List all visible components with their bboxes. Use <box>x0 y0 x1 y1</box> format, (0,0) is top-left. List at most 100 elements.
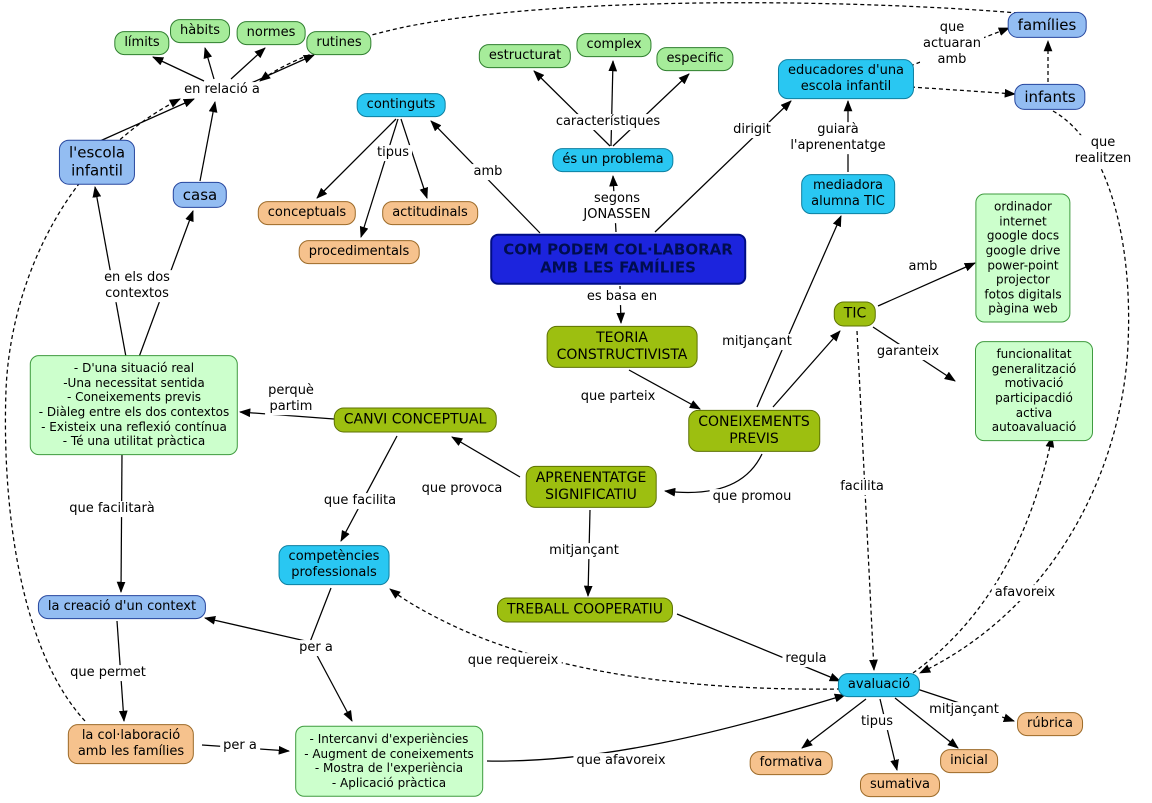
node-estructurat[interactable]: estructurat <box>478 44 572 68</box>
edge-escola-enrelacio <box>99 98 195 142</box>
edge-canvi-competencies <box>340 435 398 542</box>
node-infants[interactable]: infants <box>1014 83 1086 111</box>
label-dirigit: dirigit <box>730 122 774 138</box>
label-tipus-continguts: tipus <box>374 145 412 161</box>
node-main-title[interactable]: COM PODEM COL·LABORAR AMB LES FAMÍLIES <box>490 233 746 285</box>
edge-problema-estructurat <box>533 70 611 147</box>
label-facilita: facilita <box>837 479 887 495</box>
node-canvi-conceptual[interactable]: CANVI CONCEPTUAL <box>333 407 497 433</box>
edge-continguts-procedimentals <box>359 118 399 238</box>
edge-list-creacio <box>116 452 126 593</box>
node-procedimentals[interactable]: procedimentals <box>298 240 420 264</box>
node-funcionalitat[interactable]: funcionalitat generalització motivació p… <box>975 341 1093 441</box>
edge-enrelacio-normes <box>230 47 266 80</box>
node-competencies[interactable]: competències professionals <box>278 545 390 585</box>
label-que-afavoreix: que afavoreix <box>573 753 669 769</box>
node-actitudinals[interactable]: actitudinals <box>382 201 478 225</box>
edge-teoria-coneixements <box>628 369 701 410</box>
node-limits[interactable]: límits <box>114 31 170 55</box>
label-perque-partim: perquè partim <box>265 383 317 415</box>
node-situacio-real[interactable]: - D'una situació real -Una necessitat se… <box>29 355 239 455</box>
label-mitjancant-2: mitjançant <box>546 543 622 559</box>
edge-avaluacio-funcionalitat <box>912 436 1055 674</box>
label-mitjancant-3: mitjançant <box>926 702 1002 718</box>
edge-educadores-infants <box>910 86 1016 98</box>
label-garanteix: garanteix <box>873 344 943 360</box>
edge-tic-avaluacio <box>856 330 878 671</box>
node-eines-tic[interactable]: ordinador internet google docs google dr… <box>975 193 1071 323</box>
node-intercanvi[interactable]: - Intercanvi d'experiències - Augment de… <box>295 725 483 797</box>
edge-intercanvi-avaluacio <box>486 693 846 762</box>
node-collaboracio[interactable]: la col·laboració amb les famílies <box>67 724 195 764</box>
label-que-parteix: que parteix <box>577 389 659 405</box>
label-afavoreix: afavoreix <box>991 585 1059 601</box>
edge-coneixements-aprenentatge <box>664 453 763 497</box>
label-amb-tic: amb <box>905 259 941 275</box>
edge-casa-enrelacio <box>199 101 218 182</box>
edge-competencies-intercanvi <box>311 645 353 722</box>
node-rutines[interactable]: rutines <box>306 31 372 55</box>
node-formativa[interactable]: formativa <box>749 751 833 775</box>
label-per-a-2: per a <box>220 738 260 754</box>
edge-enrelacio-habits <box>203 47 215 80</box>
edge-enrelacio-limits <box>152 56 205 82</box>
label-tipus-avaluacio: tipus <box>858 714 896 730</box>
edge-aprenentatge-canvi <box>451 436 521 478</box>
label-amb-continguts: amb <box>470 164 506 180</box>
node-coneixements[interactable]: CONEIXEMENTS PREVIS <box>688 409 820 453</box>
edge-competencies-creacio <box>204 587 332 643</box>
edge-continguts-actitudinals <box>400 118 428 199</box>
node-casa[interactable]: casa <box>172 181 228 209</box>
edge-problema-especific <box>612 73 690 147</box>
node-mediadora[interactable]: mediadora alumna TIC <box>801 174 895 214</box>
edge-families-enrelacio <box>259 2 1019 82</box>
label-mitjancant-1: mitjançant <box>719 334 795 350</box>
edge-avaluacio-formativa <box>801 698 867 749</box>
node-teoria[interactable]: TEORIA CONSTRUCTIVISTA <box>546 325 698 369</box>
node-treball-cooperatiu[interactable]: TREBALL COOPERATIU <box>496 597 674 623</box>
edge-problema-complex <box>608 60 618 147</box>
node-educadores[interactable]: educadores d'una escola infantil <box>777 59 915 99</box>
node-families[interactable]: famílies <box>1007 11 1087 39</box>
label-que-realitzen: que realitzen <box>1071 135 1135 167</box>
edge-avaluacio-sumativa <box>879 698 899 771</box>
node-creacio-context[interactable]: la creació d'un context <box>37 595 207 619</box>
label-que-facilitara: que facilitarà <box>66 501 158 517</box>
edge-avaluacio-inicial <box>894 697 959 749</box>
node-escola-infantil[interactable]: l'escola infantil <box>58 139 136 185</box>
edge-coneixements-mediadora <box>756 215 842 408</box>
label-que-facilita: que facilita <box>320 493 400 509</box>
label-que-permet: que permet <box>67 665 149 681</box>
node-sumativa[interactable]: sumativa <box>859 773 941 797</box>
edge-tic-ordinador <box>877 262 976 307</box>
node-continguts[interactable]: continguts <box>356 93 446 117</box>
node-inicial[interactable]: inicial <box>940 749 998 773</box>
label-segons-jonassen: segons JONASSEN <box>580 191 654 223</box>
node-especific[interactable]: especific <box>656 47 734 71</box>
label-en-relacio-a: en relació a <box>181 82 263 98</box>
label-que-requereix: que requereix <box>464 653 562 669</box>
edge-treball-avaluacio <box>676 613 841 682</box>
label-en-els-dos-contextos: en els dos contextos <box>101 270 173 302</box>
label-es-basa-en: es basa en <box>583 289 661 305</box>
label-per-a-1: per a <box>296 640 336 656</box>
edge-canvi-list <box>239 408 335 420</box>
label-caracteristiques: característiques <box>552 114 664 130</box>
node-habits[interactable]: hàbits <box>170 19 230 43</box>
node-es-un-problema[interactable]: és un problema <box>552 148 674 172</box>
node-normes[interactable]: normes <box>236 21 306 45</box>
edge-enrelacio-rutines <box>248 54 315 85</box>
node-complex[interactable]: complex <box>576 33 652 57</box>
edge-coneixements-tic <box>772 330 841 408</box>
node-aprenentatge[interactable]: APRENENTATGE SIGNIFICATIU <box>525 465 657 509</box>
node-rubrica[interactable]: rúbrica <box>1017 712 1083 736</box>
label-que-provoca: que provoca <box>418 481 506 497</box>
label-regula: regula <box>782 651 830 667</box>
node-avaluacio[interactable]: avaluació <box>837 673 921 697</box>
edge-compodem-educadores <box>654 100 792 233</box>
node-tic[interactable]: TIC <box>833 301 877 327</box>
label-guiara: guiarà l'aprenentatge <box>787 122 889 154</box>
node-conceptuals[interactable]: conceptuals <box>257 201 357 225</box>
